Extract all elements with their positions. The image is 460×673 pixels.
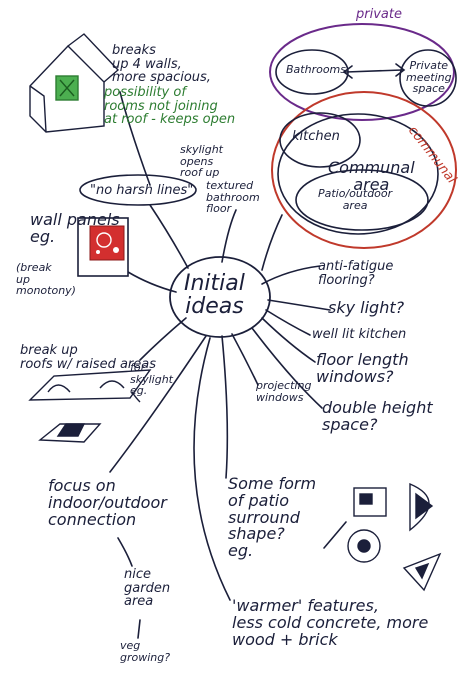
label-warmer: 'warmer' features, less cold concrete, m… xyxy=(232,596,429,649)
communal-area-bubble xyxy=(277,113,439,235)
label-patio-outdoor: Patio/outdoor area xyxy=(318,187,393,212)
label-sky-light: sky light? xyxy=(328,298,405,317)
private-meeting-bubble xyxy=(399,49,457,107)
label-veg: veg growing? xyxy=(120,639,171,664)
label-kitchen: kitchen xyxy=(292,129,340,144)
label-raised-areas: break up roofs w/ raised areas xyxy=(20,343,157,372)
wall-panel-sketch xyxy=(77,217,129,277)
arrow-head-left xyxy=(342,65,353,79)
communal-ring xyxy=(271,91,457,249)
label-anti-fatigue: anti-fatigue flooring? xyxy=(318,259,394,288)
branch-textured xyxy=(221,209,237,263)
branch-patio-shapes xyxy=(323,521,347,549)
branch-patio xyxy=(221,335,229,479)
branch-double-height xyxy=(251,327,323,409)
branch-wall-panels xyxy=(127,271,177,293)
branch-communal xyxy=(261,214,283,271)
label-skylight-opens: skylight opens roof up xyxy=(180,143,223,180)
kitchen-bubble xyxy=(279,112,361,168)
patio-bubble xyxy=(295,169,429,231)
center-bubble xyxy=(169,256,271,338)
branch-projecting xyxy=(231,333,259,386)
label-breaks-walls: breaks up 4 walls, more spacious, xyxy=(112,43,211,86)
label-communal-area: Communal area xyxy=(328,158,415,194)
label-initial-ideas: Initial ideas xyxy=(184,271,245,320)
arrow-line xyxy=(345,69,403,73)
label-patio-surround: Some form of patio surround shape? eg. xyxy=(228,474,317,561)
branch-breaks-walls xyxy=(119,91,151,186)
label-focus: focus on indoor/outdoor connection xyxy=(48,476,167,529)
label-no-harsh-lines: "no harsh lines" xyxy=(90,183,194,198)
branch-skylight xyxy=(267,299,331,311)
label-well-lit: well lit kitchen xyxy=(312,327,407,342)
label-for-skylight: for skylight eg. xyxy=(130,361,173,398)
branch-well-lit xyxy=(265,309,311,336)
label-private: private xyxy=(356,7,402,22)
label-wall-panels: wall panels eg. xyxy=(30,210,120,246)
label-private-meeting: Private meeting space xyxy=(406,59,452,96)
label-break-monotony: (break up monotony) xyxy=(16,261,76,298)
branch-warmer xyxy=(193,337,231,601)
label-double-height: double height space? xyxy=(322,398,433,434)
arrow-head-right xyxy=(395,63,406,77)
label-textured-floor: textured bathroom floor xyxy=(206,179,260,216)
branch-garden-veg xyxy=(137,619,141,639)
branch-floor-length xyxy=(261,317,316,363)
no-harsh-lines-bubble xyxy=(79,174,197,206)
label-projecting: projecting windows xyxy=(256,379,312,404)
private-ring xyxy=(269,23,455,121)
label-bathrooms: Bathrooms xyxy=(286,63,347,76)
label-possibility: possibility of rooms not joining at roof… xyxy=(104,85,236,128)
raised-roof-sketch xyxy=(28,369,152,443)
label-floor-length: floor length windows? xyxy=(316,350,409,386)
branch-no-harsh-lines xyxy=(149,204,189,269)
bathrooms-bubble xyxy=(275,49,349,95)
branch-focus xyxy=(109,335,207,473)
branch-anti-fatigue xyxy=(261,265,321,285)
label-nice-garden: nice garden area xyxy=(124,567,171,610)
branch-focus-garden xyxy=(117,537,133,567)
patio-shape-sketches xyxy=(347,482,442,592)
house-sketch xyxy=(29,33,120,133)
